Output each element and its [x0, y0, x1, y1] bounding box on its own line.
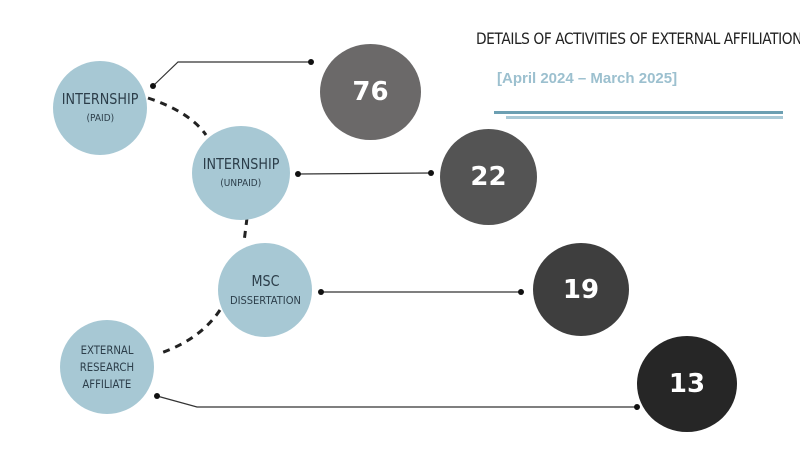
leader-dot-unpaid-start [295, 171, 301, 177]
count-external-research-affiliate: 13 [637, 336, 737, 432]
count-internship-unpaid: 22 [440, 129, 537, 225]
node-external-line-2: Research [79, 359, 135, 374]
leader-line-unpaid [297, 172, 432, 175]
node-msc-dissertation: MSc Dissertation [218, 243, 312, 337]
leader-dot-msc-start [318, 289, 324, 295]
count-msc-dissertation: 19 [533, 243, 629, 336]
node-internship-paid-sub: (Paid) [86, 113, 114, 124]
dashed-link-paid-unpaid [147, 96, 208, 136]
title-underline-light [506, 116, 783, 119]
node-internship-paid: Internship (Paid) [53, 61, 147, 155]
node-internship-unpaid-sub: (Unpaid) [220, 178, 262, 189]
count-internship-paid: 76 [320, 44, 421, 140]
node-external-research-affiliate: External Research Affiliate [60, 320, 154, 414]
period-subtitle: [April 2024 – March 2025] [497, 70, 678, 87]
node-msc-label: MSc [251, 272, 279, 290]
leader-dot-paid-end [308, 59, 314, 65]
node-internship-unpaid: Internship (Unpaid) [192, 126, 290, 220]
node-external-line-3: Affiliate [82, 376, 132, 391]
leader-dot-paid-start [150, 83, 156, 89]
title-underline-dark [494, 111, 783, 114]
leader-dot-external-start [154, 393, 160, 399]
node-msc-sub: Dissertation [229, 294, 301, 307]
leader-line-external [156, 395, 637, 408]
leader-line-paid [152, 61, 311, 87]
leader-dot-msc-end [518, 289, 524, 295]
node-internship-paid-label: Internship [61, 90, 139, 108]
node-internship-unpaid-label: Internship [202, 155, 280, 173]
leader-dot-external-end [634, 404, 640, 410]
diagram-title: Details of Activities of External Affili… [476, 29, 800, 48]
dashed-link-unpaid-msc [242, 217, 249, 243]
leader-dot-unpaid-end [428, 170, 434, 176]
node-external-line-1: External [80, 342, 134, 357]
dashed-link-msc-external [157, 309, 222, 356]
